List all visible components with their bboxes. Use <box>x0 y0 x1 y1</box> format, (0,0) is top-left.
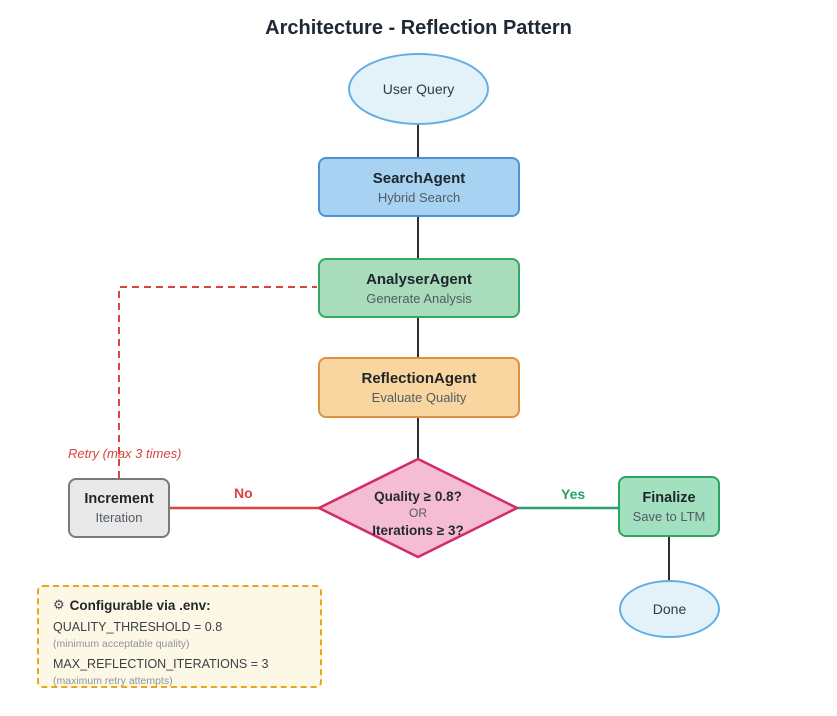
decision-line2: OR <box>409 506 427 521</box>
config-item-code: QUALITY_THRESHOLD = 0.8 <box>53 620 223 634</box>
analyser-agent-title: AnalyserAgent <box>366 270 472 288</box>
reflection-agent-title: ReflectionAgent <box>361 370 477 387</box>
decision-line1: Quality ≥ 0.8? <box>374 489 462 504</box>
page-title: Architecture - Reflection Pattern <box>265 17 572 39</box>
node-user-query: User Query <box>348 53 489 125</box>
search-agent-title: SearchAgent <box>372 169 466 187</box>
no-edge-label: No <box>234 485 253 501</box>
reflection-agent-subtitle: Evaluate Quality <box>371 390 467 405</box>
node-decision-text: Quality ≥ 0.8? OR Iterations ≥ 3? <box>328 488 508 540</box>
decision-diamond-shape <box>317 457 519 559</box>
done-label: Done <box>652 601 687 617</box>
node-done: Done <box>619 580 720 638</box>
config-heading-text: Configurable via .env: <box>69 597 211 613</box>
config-item-desc: (minimum acceptable quality) <box>53 638 190 650</box>
decision-line3: Iterations ≥ 3? <box>372 522 464 538</box>
config-item-desc: (maximum retry attempts) <box>53 675 173 687</box>
increment-subtitle: Iteration <box>95 510 143 525</box>
yes-edge-label: Yes <box>561 486 586 502</box>
config-note-panel: ⚙ Configurable via .env: QUALITY_THRESHO… <box>37 585 322 688</box>
node-search-agent: SearchAgent Hybrid Search <box>318 157 520 217</box>
retry-edge-label: Retry (max 3 times) <box>68 446 182 461</box>
config-note-heading: ⚙ Configurable via .env: <box>53 597 306 613</box>
node-analyser-agent: AnalyserAgent Generate Analysis <box>318 258 520 318</box>
search-agent-subtitle: Hybrid Search <box>377 189 461 205</box>
edge-increment-analyseragent-retry <box>118 286 317 478</box>
finalize-title: Finalize <box>642 489 696 506</box>
node-increment: Increment Iteration <box>68 478 170 538</box>
finalize-subtitle: Save to LTM <box>632 508 706 524</box>
user-query-label: User Query <box>382 81 455 97</box>
increment-title: Increment <box>84 491 154 507</box>
config-item-code: MAX_REFLECTION_ITERATIONS = 3 <box>53 657 269 671</box>
gear-icon: ⚙ <box>53 597 65 612</box>
node-finalize: Finalize Save to LTM <box>618 476 720 537</box>
node-reflection-agent: ReflectionAgent Evaluate Quality <box>318 357 520 418</box>
analyser-agent-subtitle: Generate Analysis <box>366 290 472 306</box>
